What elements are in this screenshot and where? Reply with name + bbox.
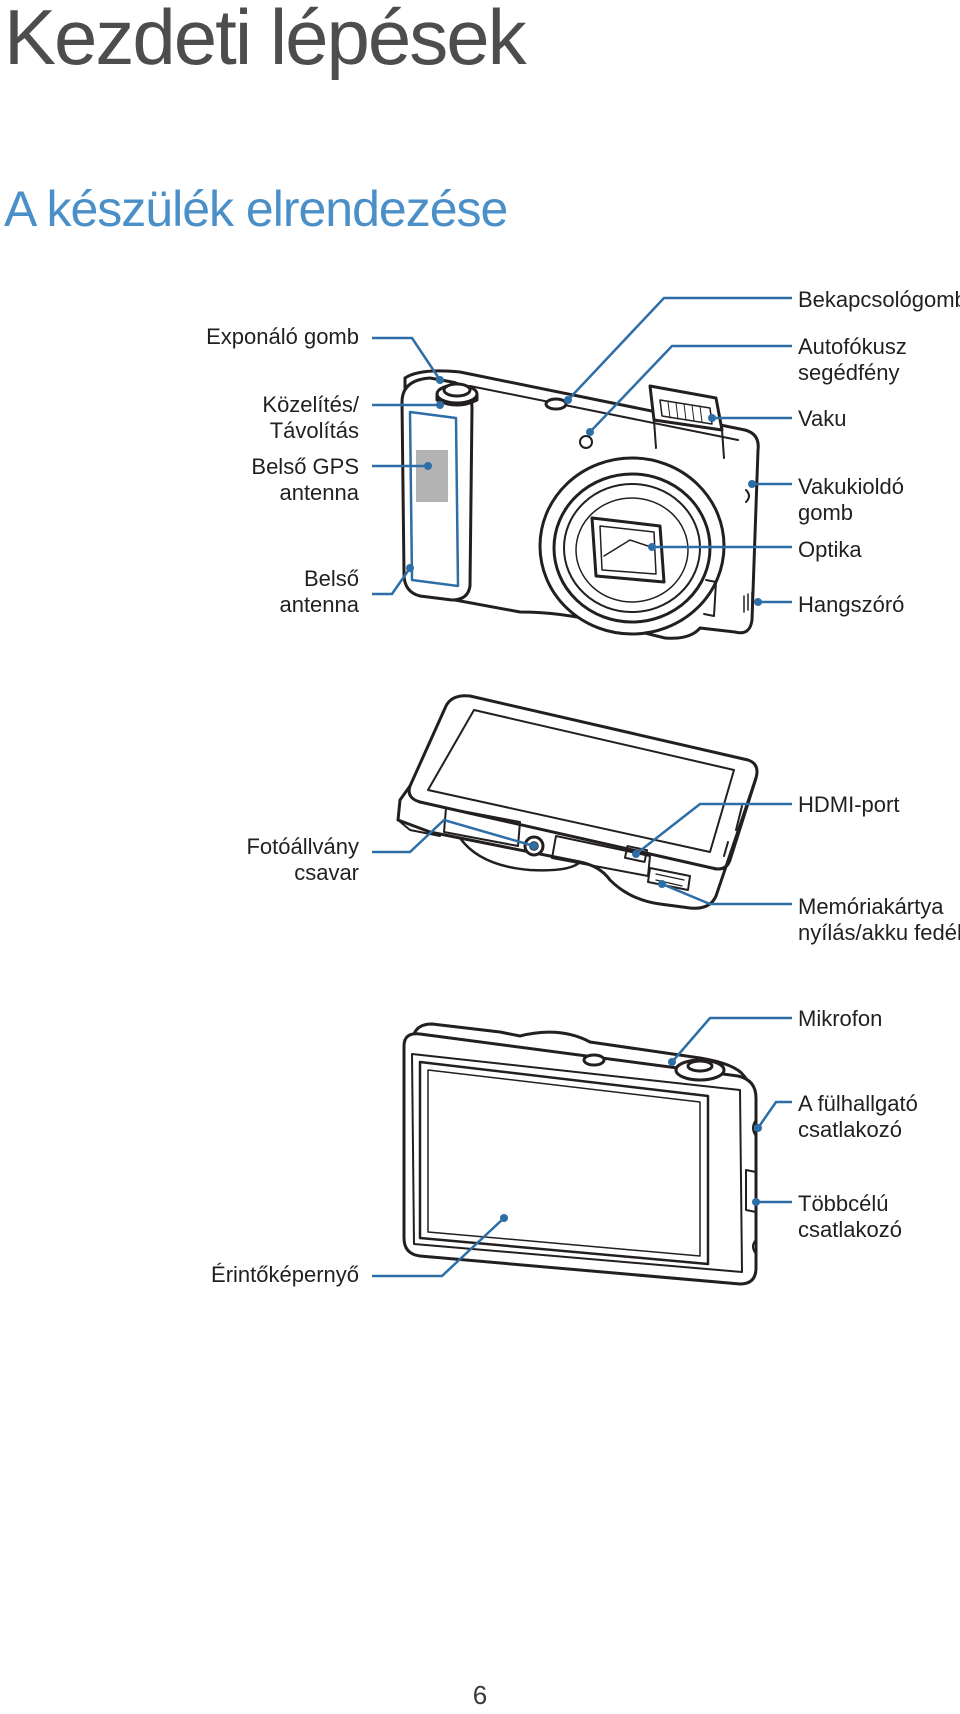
label-shutter-button: Exponáló gomb	[206, 324, 359, 349]
label-hdmi-port: HDMI-port	[798, 792, 900, 817]
label-zoom: Közelítés/Távolítás	[262, 392, 359, 443]
label-touchscreen: Érintőképernyő	[211, 1262, 359, 1287]
bottom-callout-lines	[372, 802, 792, 906]
section-title: A készülék elrendezése	[4, 181, 508, 237]
back-callout-lines	[372, 1016, 792, 1278]
back-callout-dots	[500, 1058, 762, 1222]
camera-front-view	[400, 369, 760, 640]
label-microphone: Mikrofon	[798, 1006, 883, 1031]
label-power-button: Bekapcsológomb	[798, 287, 960, 312]
front-callout-lines	[372, 296, 792, 604]
label-speaker: Hangszóró	[798, 592, 905, 617]
camera-back-view	[402, 1022, 758, 1286]
page-number: 6	[472, 1680, 488, 1710]
page-title: Kezdeti lépések	[4, 0, 527, 81]
camera-bottom-view	[396, 694, 759, 910]
label-lens: Optika	[798, 537, 862, 562]
front-callout-dots	[406, 376, 762, 606]
gps-antenna-area	[416, 450, 448, 502]
bottom-callout-dots	[530, 842, 666, 888]
label-flash: Vaku	[798, 406, 847, 431]
